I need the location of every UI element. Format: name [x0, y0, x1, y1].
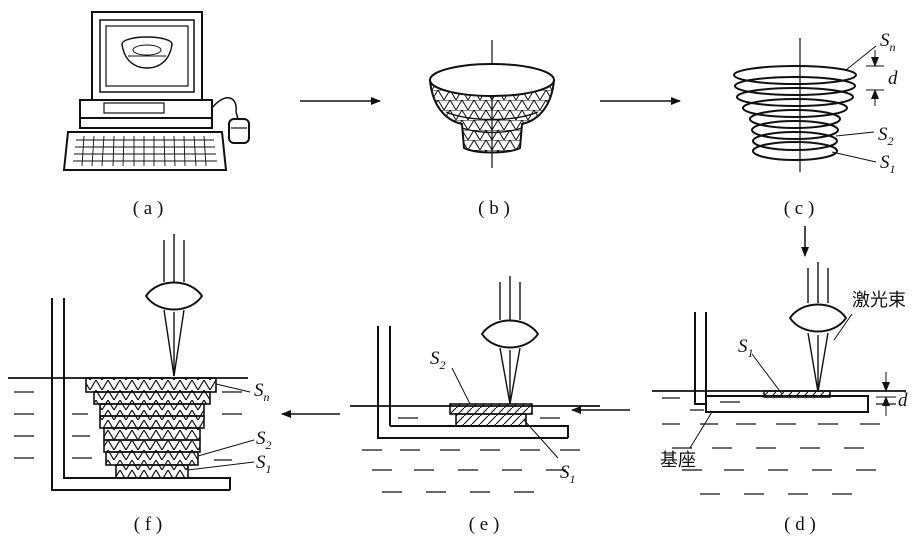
- label-s1-d: S1: [738, 336, 754, 360]
- base-platform: [705, 395, 869, 413]
- stacked-layers: [85, 377, 217, 479]
- label-d: d: [888, 68, 898, 89]
- laser-beam: [163, 234, 185, 377]
- laser-beam: [807, 262, 829, 393]
- caption-c: ( c ): [784, 198, 815, 219]
- panel-e-labels: S2 S1: [430, 348, 576, 486]
- lens-icon: [480, 319, 540, 349]
- panel-d-first-layer: [652, 262, 906, 495]
- label-sn: Sn: [880, 30, 896, 54]
- label-s1-e: S1: [560, 462, 576, 486]
- label-d-d: d: [898, 390, 908, 411]
- bowl-icon: [121, 36, 173, 69]
- mouse-icon: [228, 118, 250, 144]
- caption-d: ( d ): [784, 514, 816, 535]
- label-s1: S1: [880, 152, 896, 176]
- lens-icon: [144, 281, 204, 311]
- layer-s1: [763, 390, 831, 398]
- label-sn-f: Sn: [254, 380, 270, 404]
- caption-e: ( e ): [469, 514, 500, 535]
- panel-b-stl-mesh: [428, 40, 556, 168]
- label-s2-f: S2: [256, 428, 272, 452]
- caption-b: ( b ): [478, 198, 510, 219]
- panel-c-labels: Sn d S2 S1: [878, 30, 898, 176]
- label-s1-f: S1: [256, 452, 272, 476]
- lens-icon: [788, 303, 848, 333]
- panel-c-slices: [733, 38, 884, 172]
- caption-a: ( a ): [133, 198, 164, 219]
- layer-s1: [455, 413, 527, 427]
- panel-d-labels: 激光束 S1 d 基座: [660, 290, 908, 471]
- keyboard-icon: [62, 131, 228, 171]
- panel-f-completed-part: [8, 234, 255, 491]
- panel-a-computer: [62, 11, 250, 171]
- caption-f: ( f ): [134, 514, 162, 535]
- label-s2-e: S2: [430, 348, 446, 372]
- laser-beam: [499, 276, 521, 405]
- label-laser-beam: 激光束: [852, 290, 906, 311]
- panel-e-second-layer: [350, 276, 600, 493]
- slice-layers: [733, 65, 857, 161]
- panel-f-labels: Sn S2 S1: [254, 380, 272, 476]
- label-base: 基座: [660, 450, 696, 471]
- layer-s2: [449, 403, 533, 415]
- label-s2: S2: [878, 124, 894, 148]
